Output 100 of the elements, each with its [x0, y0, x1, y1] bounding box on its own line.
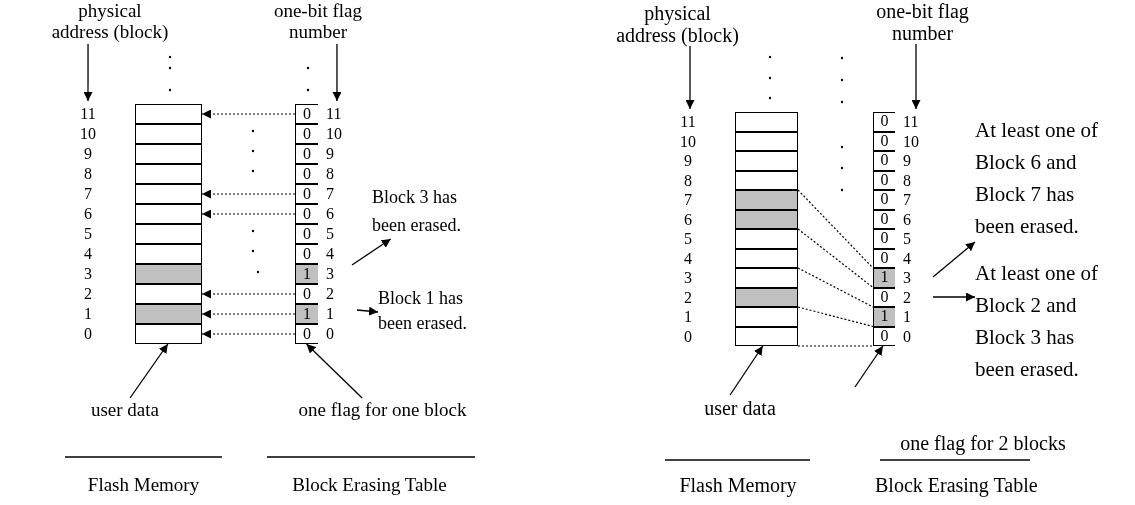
block-address: 2 — [83, 284, 93, 304]
dotted-mapping-line — [797, 189, 874, 269]
flag-number: 6 — [903, 209, 912, 229]
block-address: 5 — [83, 224, 93, 244]
annotation-text: At least one of Block 2 and Block 3 has been erased. — [975, 257, 1115, 385]
annotation-text: user data — [695, 395, 785, 423]
arrow — [911, 43, 921, 110]
flag-number: 3 — [903, 268, 912, 288]
block-address: 3 — [683, 268, 693, 288]
block-address: 8 — [683, 170, 693, 190]
block-address: 7 — [683, 190, 693, 210]
flag-cell: 0 — [873, 112, 895, 132]
flag-cell: 0 — [873, 287, 895, 307]
flag-cell: 1 — [873, 268, 895, 288]
flag-cell: 0 — [295, 144, 318, 164]
block-address: 8 — [83, 164, 93, 184]
block-address: 6 — [83, 204, 93, 224]
flag-number: 0 — [326, 324, 335, 344]
arrow — [356, 306, 379, 316]
flag-cell: 0 — [295, 184, 318, 204]
section-label: Flash Memory — [678, 473, 798, 498]
flag-number: 0 — [903, 326, 912, 346]
memory-block — [135, 324, 202, 344]
flag-number: 10 — [326, 124, 343, 144]
flag-number: 7 — [326, 184, 335, 204]
arrow — [129, 343, 169, 399]
flag-cell: 0 — [295, 104, 318, 124]
block-address: 1 — [683, 307, 693, 327]
flag-number: 8 — [903, 170, 912, 190]
flag-number: 2 — [903, 287, 912, 307]
memory-block — [135, 184, 202, 204]
memory-block — [735, 229, 798, 249]
memory-block — [135, 164, 202, 184]
annotation-text: one-bit flag number — [258, 0, 378, 44]
dotted-arrow — [201, 289, 296, 299]
flag-cell: 0 — [295, 124, 318, 144]
memory-block — [735, 326, 798, 346]
dotted-mapping-line — [797, 228, 874, 289]
flag-number: 3 — [326, 264, 335, 284]
annotation-text: one-bit flag number — [860, 0, 985, 44]
block-address: 0 — [683, 326, 693, 346]
flag-cell: 0 — [873, 326, 895, 346]
memory-block — [735, 112, 798, 132]
flag-number: 5 — [326, 224, 335, 244]
flag-cell: 0 — [873, 151, 895, 171]
memory-block — [135, 144, 202, 164]
flag-cell: 0 — [295, 284, 318, 304]
arrow — [332, 43, 342, 102]
block-address: 10 — [79, 124, 97, 144]
flag-cell: 0 — [873, 229, 895, 249]
flag-cell: 0 — [295, 224, 318, 244]
flag-number: 1 — [903, 307, 912, 327]
arrow — [854, 345, 884, 388]
flag-cell: 0 — [873, 248, 895, 268]
dotted-arrow — [201, 109, 296, 119]
arrow — [932, 292, 976, 302]
flag-number: 1 — [326, 304, 335, 324]
arrow — [83, 43, 93, 102]
flag-number: 9 — [326, 144, 335, 164]
memory-block — [735, 209, 798, 229]
memory-block — [735, 151, 798, 171]
flag-cell: 0 — [295, 164, 318, 184]
dotted-mapping-line — [797, 306, 874, 328]
block-address: 9 — [83, 144, 93, 164]
arrow — [351, 238, 392, 266]
annotation-text: At least one of Block 6 and Block 7 has been erased. — [975, 114, 1115, 242]
flag-number: 8 — [326, 164, 335, 184]
flag-number: 11 — [903, 112, 920, 132]
flag-cell: 1 — [873, 307, 895, 327]
dotted-arrow — [201, 189, 296, 199]
memory-block — [135, 124, 202, 144]
arrow — [305, 343, 363, 399]
section-label: Block Erasing Table — [875, 473, 1035, 498]
block-address: 9 — [683, 151, 693, 171]
dotted-arrow — [201, 329, 296, 339]
block-address: 5 — [683, 229, 693, 249]
annotation-text: user data — [80, 398, 170, 424]
memory-block — [735, 287, 798, 307]
memory-block — [735, 268, 798, 288]
block-address: 0 — [83, 324, 93, 344]
memory-block — [735, 248, 798, 268]
dotted-mapping-line — [797, 345, 874, 347]
section-label: Block Erasing Table — [291, 473, 448, 497]
block-address: 10 — [679, 131, 697, 151]
block-address: 2 — [683, 287, 693, 307]
memory-block — [135, 284, 202, 304]
memory-block — [135, 264, 202, 284]
flag-cell: 1 — [295, 264, 318, 284]
memory-block — [735, 131, 798, 151]
annotation-text: one flag for 2 blocks — [899, 431, 1067, 456]
memory-block — [135, 304, 202, 324]
block-address: 1 — [83, 304, 93, 324]
block-address: 11 — [679, 112, 697, 132]
arrow — [685, 45, 695, 110]
flag-cell: 0 — [295, 204, 318, 224]
dotted-arrow — [201, 209, 296, 219]
flag-cell: 0 — [873, 170, 895, 190]
flag-number: 5 — [903, 229, 912, 249]
flag-cell: 0 — [873, 190, 895, 210]
annotation-text: Block 3 has been erased. — [372, 183, 482, 239]
